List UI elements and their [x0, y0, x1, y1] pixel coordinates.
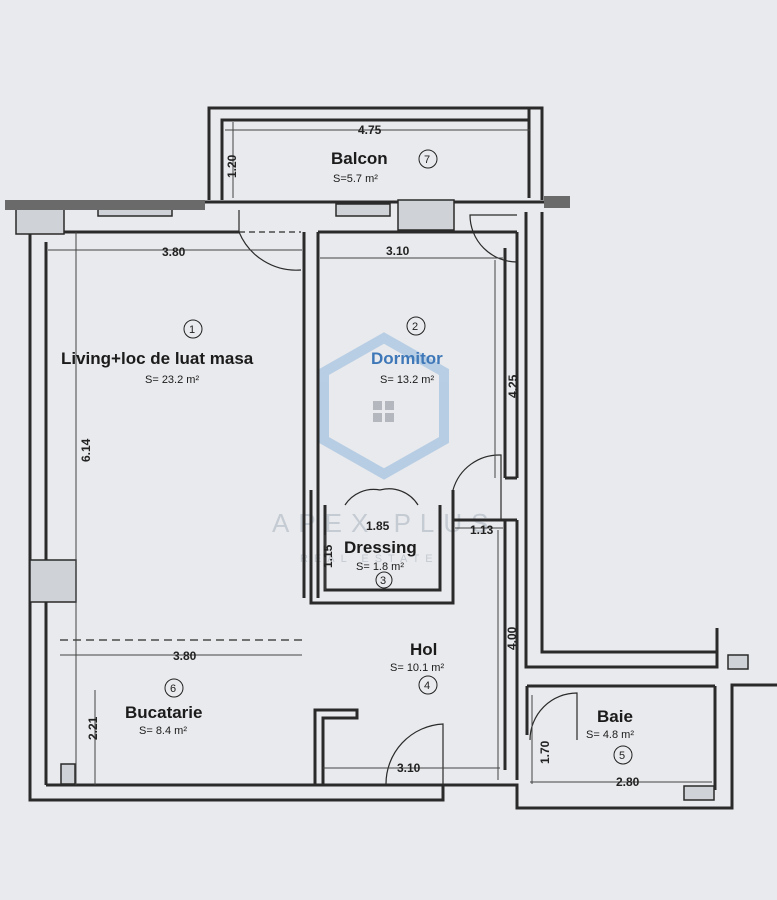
room-area: S= 1.8 m² [356, 561, 404, 573]
room-number: 2 [412, 321, 418, 333]
dim-living-depth: 6.14 [79, 438, 93, 462]
dim-dormitor-depth: 4.25 [506, 374, 520, 398]
room-hol: Hol S= 10.1 m² 4 [390, 640, 444, 695]
dim-bucatarie-depth: 2.21 [86, 716, 100, 740]
room-name: Dormitor [371, 349, 443, 368]
dim-bucatarie-width: 3.80 [173, 649, 197, 663]
room-living: 1 Living+loc de luat masa S= 23.2 m² [61, 319, 254, 386]
room-number: 3 [380, 575, 386, 587]
room-number: 4 [424, 680, 430, 692]
room-area: S= 4.8 m² [586, 729, 634, 741]
room-number: 7 [424, 154, 430, 166]
windows [5, 196, 749, 801]
room-dressing: Dressing S= 1.8 m² 3 [344, 538, 417, 589]
dimension-lines [48, 122, 712, 785]
dim-balcon-width: 4.75 [358, 123, 382, 137]
room-name: Balcon [331, 149, 388, 168]
dim-dressing-side: 1.13 [470, 523, 494, 537]
room-area: S= 8.4 m² [139, 725, 187, 737]
room-area: S= 13.2 m² [380, 374, 434, 386]
dim-baie-width: 2.80 [616, 775, 640, 789]
watermark-logo [319, 332, 449, 480]
room-name: Living+loc de luat masa [61, 349, 254, 368]
walls [5, 106, 777, 810]
watermark-tagline: REAL ESTATE [300, 553, 439, 565]
room-name: Baie [597, 707, 633, 726]
dim-baie-depth: 1.70 [538, 740, 552, 764]
dim-dormitor-width: 3.10 [386, 244, 410, 258]
dim-dressing-depth: 1.15 [321, 544, 335, 568]
room-number: 6 [170, 683, 176, 695]
dim-balcon-depth: 1.20 [225, 154, 239, 178]
room-name: Dressing [344, 538, 417, 557]
room-number: 1 [189, 324, 195, 336]
room-name: Hol [410, 640, 437, 659]
dim-hol-width: 3.10 [397, 761, 421, 775]
room-area: S=5.7 m² [333, 173, 378, 185]
room-name: Bucatarie [125, 703, 202, 722]
room-balcon: Balcon 7 S=5.7 m² [331, 149, 438, 185]
doors [60, 210, 578, 786]
dim-living-width: 3.80 [162, 245, 186, 259]
dim-hol-depth: 4.00 [505, 626, 519, 650]
dim-dressing-width: 1.85 [366, 519, 390, 533]
room-area: S= 10.1 m² [390, 662, 444, 674]
room-number: 5 [619, 750, 625, 762]
room-bucatarie: 6 Bucatarie S= 8.4 m² [125, 678, 202, 737]
room-baie: Baie S= 4.8 m² 5 [586, 707, 634, 765]
room-area: S= 23.2 m² [145, 374, 199, 386]
room-dormitor: 2 Dormitor S= 13.2 m² [371, 316, 443, 386]
